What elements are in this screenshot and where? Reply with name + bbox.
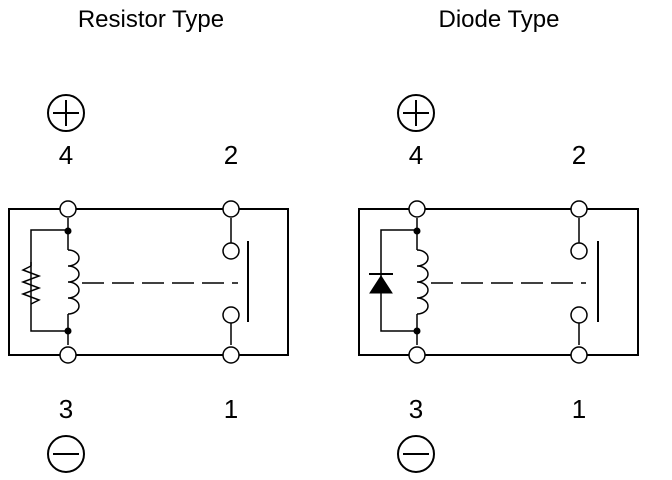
diode-type-diagram: Diode Type 4 2 3 1 [358, 6, 639, 473]
terminal-4 [408, 200, 426, 218]
pin-4-label: 4 [409, 140, 423, 170]
terminal-2 [570, 200, 588, 218]
junction-dot [64, 227, 72, 235]
coil-symbol [416, 249, 429, 315]
terminal-3 [408, 346, 426, 364]
resistor-type-diagram: Resistor Type 4 2 3 1 [8, 6, 289, 473]
diagram-title: Diode Type [439, 6, 560, 33]
resistor-symbol [20, 265, 42, 305]
terminal-1 [222, 346, 240, 364]
terminal-3 [59, 346, 77, 364]
coil-wiring [380, 218, 418, 345]
switch-contact [222, 306, 240, 324]
plus-icon [47, 94, 85, 132]
junction-dot [64, 327, 72, 335]
junction-dot [413, 227, 421, 235]
plus-icon [397, 94, 435, 132]
pin-4-label: 4 [59, 140, 73, 170]
minus-icon [397, 435, 435, 473]
relay-housing [8, 208, 289, 356]
diode-symbol [369, 273, 393, 294]
pin-1-label: 1 [224, 394, 238, 424]
terminal-4 [59, 200, 77, 218]
pin-1-label: 1 [572, 394, 586, 424]
diagram-title: Resistor Type [78, 6, 224, 33]
minus-icon [47, 435, 85, 473]
pin-2-label: 2 [224, 140, 238, 170]
coil-symbol [67, 249, 80, 315]
switch-contact [570, 242, 588, 260]
coil-wiring [30, 218, 69, 345]
terminal-2 [222, 200, 240, 218]
switch-contact [222, 242, 240, 260]
pin-3-label: 3 [59, 394, 73, 424]
relay-housing [358, 208, 639, 356]
terminal-1 [570, 346, 588, 364]
switch-contact [570, 306, 588, 324]
pin-2-label: 2 [572, 140, 586, 170]
junction-dot [413, 327, 421, 335]
pin-3-label: 3 [409, 394, 423, 424]
